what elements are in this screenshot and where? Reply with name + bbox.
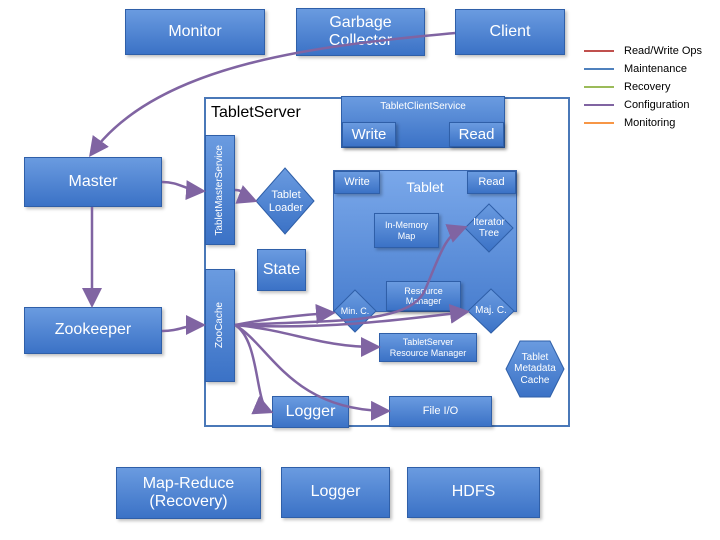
iterator-tree-diamond	[464, 203, 514, 253]
legend-item: Maintenance	[584, 60, 702, 78]
map-reduce-node: Map-Reduce (Recovery)	[116, 467, 261, 519]
legend-label: Read/Write Ops	[624, 45, 703, 57]
hdfs-node: HDFS	[407, 467, 540, 518]
legend-label: Monitoring	[624, 117, 676, 129]
state-node: State	[257, 249, 306, 291]
garbage-collector-node: Garbage Collector	[296, 8, 425, 56]
zoocache: ZooCache	[205, 269, 235, 382]
tcs-read: Read	[449, 122, 504, 147]
tablet-write: Write	[334, 171, 380, 194]
legend-label: Recovery	[624, 81, 671, 93]
maj-c-diamond	[467, 288, 515, 334]
logger-inner: Logger	[272, 396, 349, 428]
ts-resource-manager: TabletServer Resource Manager	[379, 333, 477, 362]
tablet-loader-label: Tablet Loader	[268, 189, 304, 214]
resource-manager: Resource Manager	[386, 281, 461, 311]
legend: Read/Write Ops Maintenance Recovery Conf…	[584, 42, 702, 132]
legend-item: Read/Write Ops	[584, 42, 702, 60]
iterator-tree-label: Iterator Tree	[473, 216, 505, 240]
legend-item: Monitoring	[584, 114, 702, 132]
tablet-client-service-label: TabletClientService	[380, 101, 466, 112]
monitor-node: Monitor	[125, 9, 265, 55]
min-c-label: Min. C.	[340, 305, 370, 316]
zoocache-to-minc-arrow	[234, 303, 336, 327]
tablet-server-title: TabletServer	[211, 104, 301, 121]
client-to-master-arrow	[89, 31, 456, 158]
master-to-tms-arrow	[161, 180, 206, 201]
file-io: File I/O	[389, 396, 492, 427]
configuration-arrows	[82, 31, 470, 421]
legend-swatch-orange	[584, 122, 614, 124]
zookeeper-to-zoocache-arrow	[161, 315, 206, 336]
legend-item: Recovery	[584, 78, 702, 96]
tablet-read: Read	[467, 171, 516, 194]
tablet-metadata-cache-label: Tablet Metadata Cache	[514, 351, 556, 386]
legend-swatch-blue	[584, 68, 614, 70]
legend-label: Configuration	[624, 99, 690, 111]
client-node: Client	[455, 9, 565, 55]
zoocache-to-tsrm-arrow	[234, 323, 381, 357]
legend-label: Maintenance	[624, 63, 687, 75]
legend-swatch-purple	[584, 104, 614, 106]
legend-swatch-red	[584, 50, 614, 52]
tablet-loader-diamond	[255, 167, 315, 235]
tcs-write: Write	[342, 122, 396, 147]
legend-swatch-green	[584, 86, 614, 88]
in-memory-map: In-Memory Map	[374, 213, 439, 248]
zoocache-to-iterator-arrow	[234, 224, 468, 327]
zoocache-to-majc-arrow	[234, 303, 470, 328]
logger-bottom-node: Logger	[281, 467, 390, 518]
tablet-label: Tablet	[406, 179, 444, 195]
legend-item: Configuration	[584, 96, 702, 114]
master-node: Master	[24, 157, 162, 207]
maj-c-label: Maj. C.	[475, 305, 507, 317]
tms-to-loader-arrow	[234, 185, 258, 204]
zoocache-to-fileio-arrow	[234, 323, 391, 421]
zoocache-to-logger-arrow	[234, 323, 274, 415]
tablet-metadata-cache-hexagon	[505, 340, 565, 398]
